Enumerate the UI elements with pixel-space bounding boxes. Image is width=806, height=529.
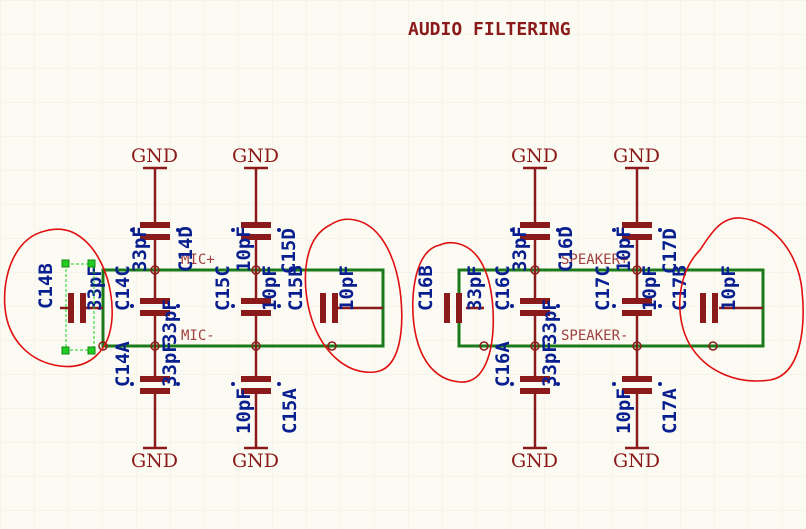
value-c15d: 10pF bbox=[233, 226, 255, 272]
selection-c14b[interactable] bbox=[61, 259, 96, 355]
gnd-label: GND bbox=[613, 450, 660, 472]
ref-c14b: C14B bbox=[35, 263, 57, 309]
gnd-label: GND bbox=[511, 145, 558, 167]
capacitor-plates bbox=[68, 222, 718, 394]
ref-c14a: C14A bbox=[112, 341, 134, 387]
ref-c14d: C14D bbox=[175, 226, 197, 272]
net-mic-plus: MIC+ bbox=[181, 252, 215, 268]
net-speaker-plus: SPEAKER+ bbox=[561, 252, 628, 268]
ref-c17d: C17D bbox=[659, 228, 681, 274]
value-c17d: 10pF bbox=[613, 226, 635, 272]
net-speaker-minus: SPEAKER- bbox=[561, 328, 628, 344]
ref-c16b: C16B bbox=[415, 265, 437, 311]
ref-c15d: C15D bbox=[278, 228, 300, 274]
component-labels: C14B 33pF C14C 33pF C14D 33pF C14A 33pF … bbox=[35, 226, 740, 434]
markup-circle-c16b bbox=[411, 241, 495, 383]
ref-c17a: C17A bbox=[659, 388, 681, 434]
value-c14a: 33pF bbox=[159, 341, 181, 387]
value-c14d: 33pF bbox=[129, 226, 151, 272]
ref-c14c: C14C bbox=[112, 265, 134, 311]
selection-handle bbox=[87, 346, 96, 355]
markup-circles bbox=[3, 217, 804, 383]
gnd-label: GND bbox=[232, 145, 279, 167]
value-c17b: 10pF bbox=[718, 265, 740, 311]
pin-dots bbox=[130, 228, 662, 386]
value-c16c: 33pF bbox=[539, 299, 561, 345]
sheet-title: AUDIO FILTERING bbox=[408, 19, 571, 40]
value-c16a: 33pF bbox=[539, 341, 561, 387]
selection-handle bbox=[87, 259, 96, 268]
gnd-label: GND bbox=[511, 450, 558, 472]
net-mic-minus: MIC- bbox=[181, 328, 215, 344]
markup-circle-c14b bbox=[3, 228, 113, 368]
value-c17c: 10pF bbox=[639, 265, 661, 311]
markup-circle-c17b bbox=[678, 217, 804, 382]
ref-c15a: C15A bbox=[279, 388, 301, 434]
value-c14c: 33pF bbox=[159, 299, 181, 345]
ref-c17c: C17C bbox=[592, 265, 614, 311]
gnd-label: GND bbox=[131, 450, 178, 472]
value-c15b: 10pF bbox=[336, 265, 358, 311]
value-c14b: 33pF bbox=[84, 265, 106, 311]
net-labels: MIC+ MIC- SPEAKER+ SPEAKER- bbox=[181, 252, 628, 344]
selection-handle bbox=[61, 259, 70, 268]
value-c17a: 10pF bbox=[613, 388, 635, 434]
ref-c17b: C17B bbox=[669, 265, 691, 311]
value-c15c: 10pF bbox=[259, 265, 281, 311]
ref-c15c: C15C bbox=[212, 265, 234, 311]
value-c15a: 10pF bbox=[233, 388, 255, 434]
ref-c16d: C16D bbox=[555, 226, 577, 272]
value-c16d: 33pF bbox=[509, 226, 531, 272]
value-c16b: 33pF bbox=[464, 265, 486, 311]
mic-wire-loop bbox=[101, 268, 385, 348]
selection-handle bbox=[61, 346, 70, 355]
gnd-label: GND bbox=[232, 450, 279, 472]
gnd-label: GND bbox=[131, 145, 178, 167]
gnd-labels: GND GND GND GND GND GND GND GND bbox=[131, 145, 660, 472]
ref-c16a: C16A bbox=[492, 341, 514, 387]
ref-c15b: C15B bbox=[285, 265, 307, 311]
junctions bbox=[98, 265, 718, 351]
markup-circle-c15b bbox=[304, 218, 403, 373]
ref-c16c: C16C bbox=[492, 265, 514, 311]
gnd-label: GND bbox=[613, 145, 660, 167]
